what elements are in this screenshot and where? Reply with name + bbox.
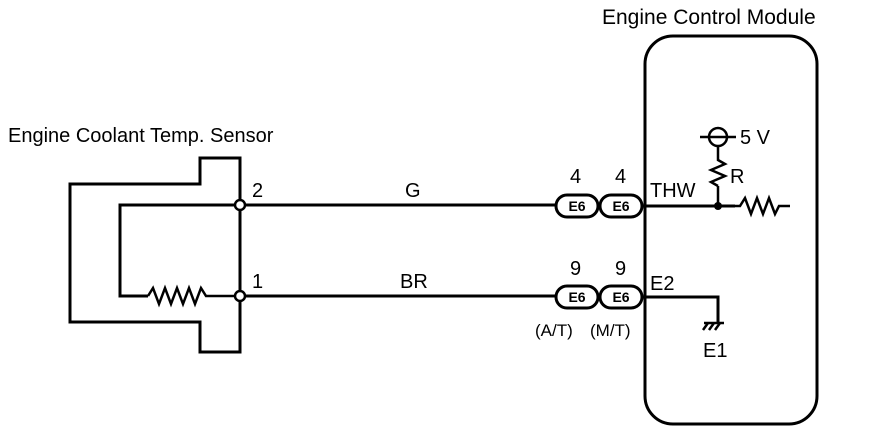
terminal-2-label: 2 xyxy=(252,180,263,202)
ecm-box xyxy=(643,34,819,426)
pin-label-upper-right: 4 xyxy=(615,166,626,188)
connector-code-lower-right: E6 xyxy=(612,289,629,305)
pullup-resistor xyxy=(707,146,729,188)
ground-e1-label: E1 xyxy=(703,340,727,362)
thermistor-resistor xyxy=(146,284,240,308)
sensor-housing xyxy=(68,156,242,354)
supply-voltage-label: 5 V xyxy=(740,127,771,149)
wire-br-label: BR xyxy=(400,271,428,293)
sensor-internal-wire xyxy=(118,203,240,298)
terminal-1-label: 1 xyxy=(252,271,263,293)
connector-e6-lower-left xyxy=(554,284,600,310)
ecm-internal-resistor xyxy=(718,194,790,218)
connector-e6-upper-left xyxy=(554,193,600,219)
terminal-1-dot xyxy=(233,289,247,303)
connector-code-lower-left: E6 xyxy=(568,289,585,305)
ground-icon xyxy=(701,322,722,331)
pin-label-lower-right: 9 xyxy=(615,258,626,280)
sensor-title: Engine Coolant Temp. Sensor xyxy=(8,125,274,147)
variant-at-label: (A/T) xyxy=(535,321,573,340)
connector-code-upper-left: E6 xyxy=(568,198,585,214)
ecm-title: Engine Control Module xyxy=(602,6,816,29)
variant-mt-label: (M/T) xyxy=(590,321,631,340)
terminal-2-dot xyxy=(233,198,247,212)
pin-e2-label: E2 xyxy=(650,273,674,295)
connector-code-upper-right: E6 xyxy=(612,198,629,214)
wire-g-label: G xyxy=(405,180,421,202)
pin-label-lower-left: 9 xyxy=(570,258,581,280)
resistor-r-label: R xyxy=(730,166,744,188)
e2-ground-line xyxy=(642,295,720,322)
pin-label-upper-left: 4 xyxy=(570,166,581,188)
pin-thw-label: THW xyxy=(650,180,696,202)
